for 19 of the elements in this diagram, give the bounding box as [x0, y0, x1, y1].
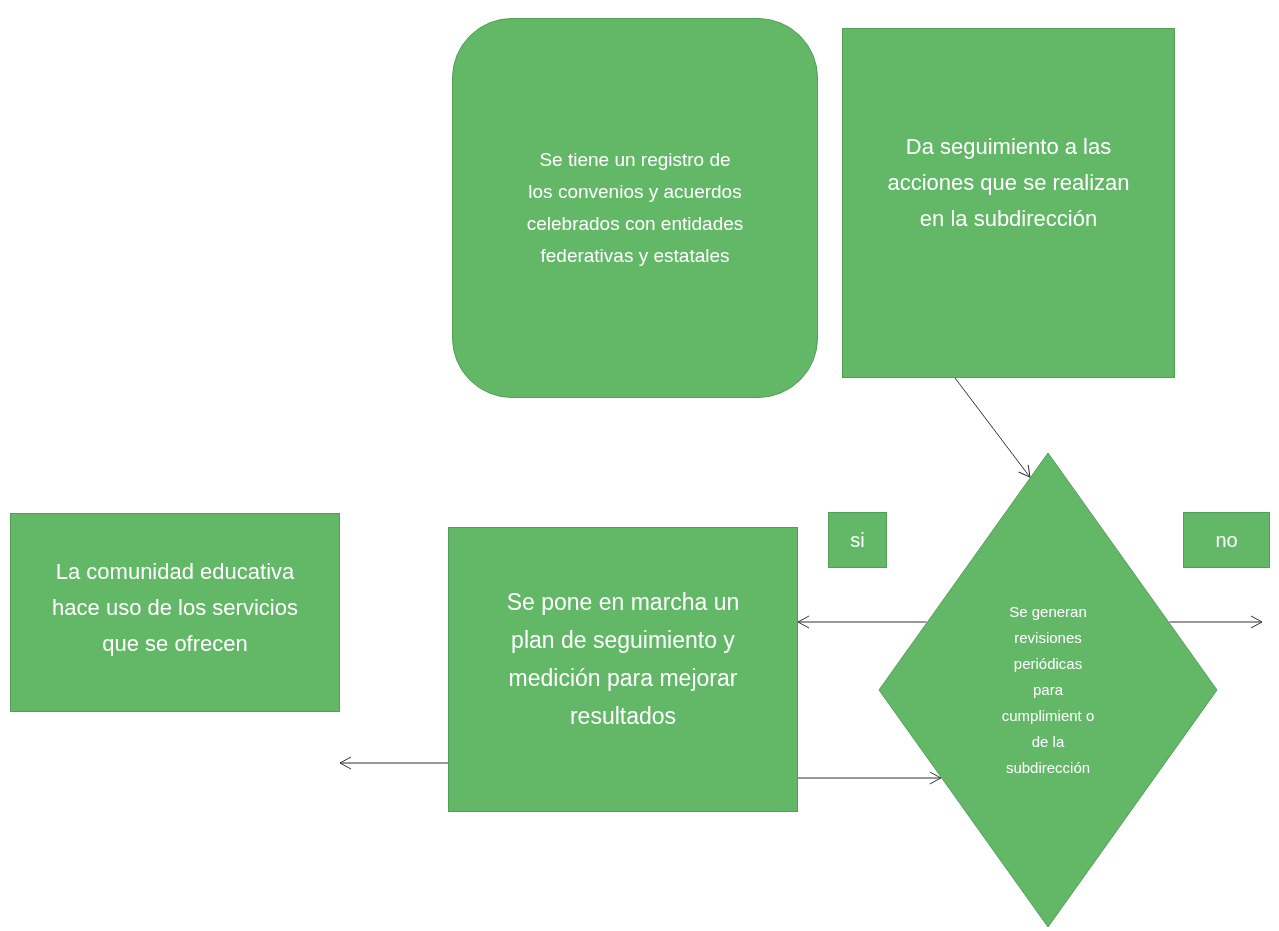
process-box — [1183, 512, 1270, 568]
process-box — [448, 527, 798, 812]
node-text: Se pone en marcha un plan de seguimiento y medición para mejorar resultados — [505, 588, 741, 731]
node-text: Da seguimiento a las acciones que se realizan en la subdirección — [886, 133, 1131, 233]
process-box — [842, 28, 1175, 378]
node-text: si — [849, 528, 866, 553]
process-box — [828, 512, 887, 568]
arrow — [339, 756, 449, 770]
arrow — [797, 615, 928, 629]
decision-diamond — [878, 452, 1218, 928]
process-box — [10, 513, 340, 712]
node-text: La comunidad educativa hace uso de los servicios que se ofrecen — [51, 558, 299, 658]
node-text: Se tiene un registro de los convenios y acuerdos celebrados con entidades federativas y estatales — [525, 148, 745, 268]
node-text: no — [1214, 528, 1239, 553]
arrow — [797, 771, 942, 785]
node-text: Se generan revisiones periódicas para cumplimient o de la subdirección — [1000, 602, 1096, 778]
arrow — [954, 377, 1031, 478]
process-box — [452, 18, 818, 398]
arrow — [1168, 615, 1263, 629]
